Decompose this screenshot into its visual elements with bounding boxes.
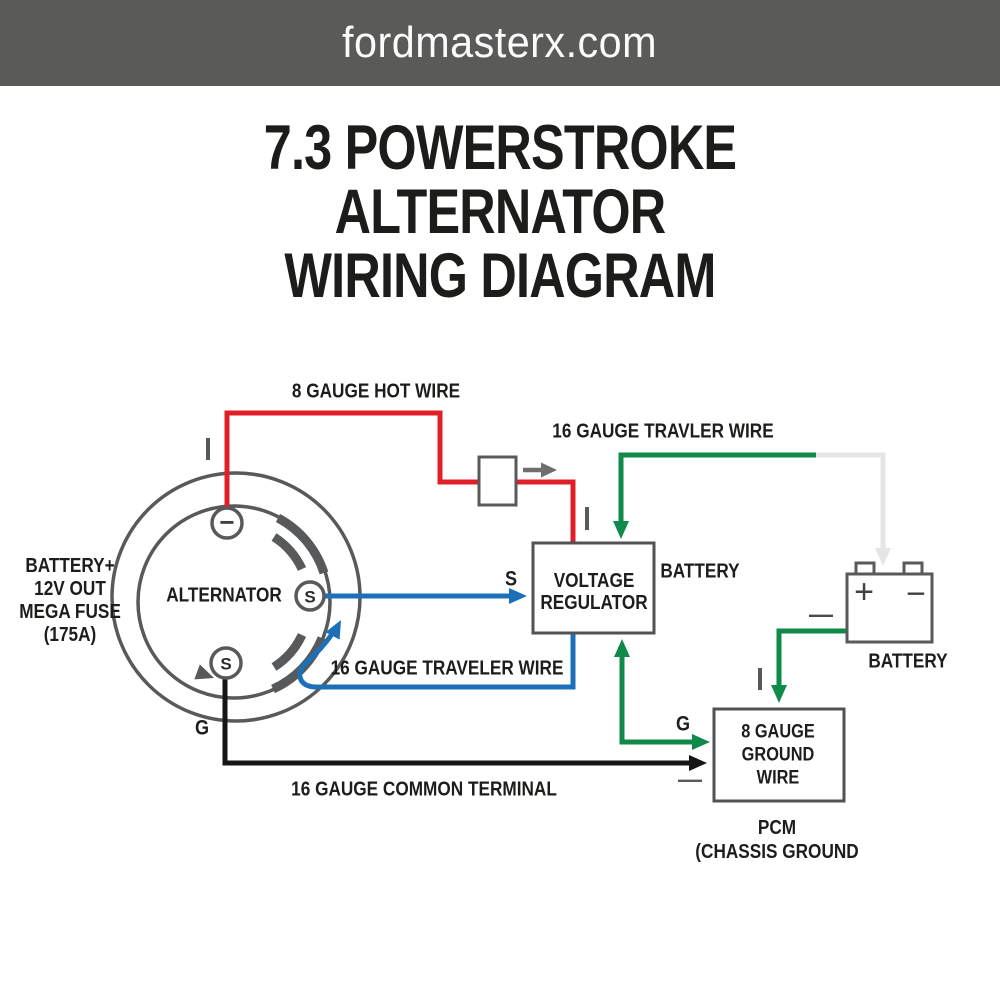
right-arrowhead-icon	[692, 734, 710, 750]
site-banner: fordmasterx.com	[0, 0, 1000, 86]
traveler-wire-label: 16 GAUGE TRAVELER WIRE	[330, 657, 564, 680]
note-line: 12V OUT	[34, 578, 106, 600]
s-pin-label: S	[504, 567, 518, 591]
down-arrowhead-icon	[875, 548, 891, 566]
note-line: (175A)	[43, 624, 97, 646]
title-line-2: WIRING DIAGRAM	[284, 241, 716, 311]
battery-fuse-note: BATTERY+ 12V OUT MEGA FUSE (175A)	[19, 555, 121, 647]
right-arrowhead-icon	[509, 588, 527, 604]
title-line-1: 7.3 POWERSTROKE ALTERNATOR	[263, 113, 737, 247]
sense-wire	[325, 588, 527, 604]
tick-marks	[206, 438, 762, 690]
pcm-line: (CHASSIS GROUND	[695, 841, 859, 863]
regulator-line: VOLTAGE	[553, 570, 635, 592]
battery-symbol: + − —	[809, 561, 934, 644]
traveler-wire	[297, 620, 576, 690]
alternator-inner-circle	[136, 504, 332, 700]
fuse-symbol	[477, 455, 557, 507]
battery-plus-sign: +	[854, 573, 874, 611]
g-pin-label-left: G	[194, 716, 210, 740]
regulator-ground-wire	[614, 639, 710, 750]
voltage-regulator-label: VOLTAGE REGULATOR	[540, 570, 647, 614]
pcm-line: PCM	[757, 817, 797, 839]
voltage-regulator-box	[531, 541, 656, 635]
g-pin-label-right: G	[675, 712, 691, 736]
alternator-terminals: − S S	[209, 506, 326, 680]
alternator-label: ALTERNATOR	[166, 584, 282, 607]
stator-arc	[275, 514, 329, 575]
up-arrowhead-icon	[614, 639, 630, 657]
terminal-s-right-glyph: S	[304, 588, 315, 607]
terminal-s-right	[294, 580, 326, 612]
right-arrowhead-icon	[541, 462, 557, 478]
common-terminal-wire	[222, 677, 707, 771]
down-arrowhead-icon	[613, 521, 629, 539]
battery-right-label: BATTERY	[868, 650, 948, 673]
faded-battery-wire	[814, 452, 891, 566]
ground-box-line: WIRE	[756, 767, 800, 789]
travler-wire-label: 16 GAUGE TRAVLER WIRE	[552, 420, 774, 443]
ground-dash: —	[678, 767, 702, 794]
right-arrowhead-icon	[689, 755, 707, 771]
site-url: fordmasterx.com	[342, 18, 658, 67]
stator-arc	[271, 533, 307, 572]
ground-box-line: GROUND	[741, 744, 815, 766]
terminal-s-bottom	[209, 646, 243, 680]
battery-minus-sign: −	[906, 575, 926, 613]
travler-wire	[613, 452, 816, 539]
terminal-minus	[210, 506, 244, 540]
common-terminal-label: 16 GAUGE COMMON TERMINAL	[291, 778, 557, 801]
note-line: MEGA FUSE	[19, 601, 121, 623]
up-arrowhead-icon	[325, 620, 341, 640]
down-arrowhead-icon	[771, 685, 787, 703]
battery-mid-label: BATTERY	[660, 560, 740, 583]
battery-negative-wire	[771, 628, 846, 703]
note-line: BATTERY+	[25, 555, 115, 577]
battery-negative-dash: —	[809, 602, 833, 629]
stator-arc	[271, 632, 307, 671]
pcm-label: PCM (CHASSIS GROUND	[695, 816, 858, 864]
hot-wire	[224, 410, 576, 544]
battery-body	[845, 572, 934, 644]
regulator-line: REGULATOR	[540, 592, 648, 614]
ground-wire-box	[712, 707, 846, 803]
terminal-s-bottom-glyph: S	[220, 655, 231, 674]
page-title: 7.3 POWERSTROKE ALTERNATOR WIRING DIAGRA…	[0, 116, 1000, 308]
hot-wire-label: 8 GAUGE HOT WIRE	[291, 380, 461, 403]
terminal-minus-glyph: −	[219, 507, 234, 537]
rotation-arrowhead-icon	[194, 664, 214, 680]
ground-wire-box-label: 8 GAUGE GROUND WIRE	[741, 721, 815, 790]
ground-box-line: 8 GAUGE	[741, 721, 815, 743]
